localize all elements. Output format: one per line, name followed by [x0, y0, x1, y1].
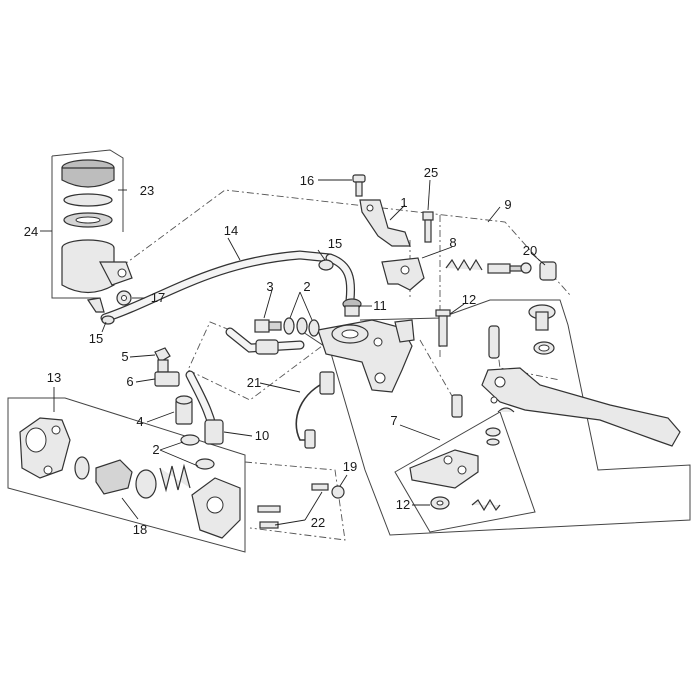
handlebar-clamp-8 [381, 257, 425, 291]
master-cylinder-group-outline [7, 397, 246, 553]
piston-seal [74, 456, 90, 480]
callout-21: 21 [247, 375, 261, 390]
spring-lower [471, 498, 501, 512]
callout-15: 15 [328, 236, 342, 251]
callout-18: 18 [133, 522, 147, 537]
callout-5: 5 [121, 349, 128, 364]
reservoir-fitting-11 [342, 298, 362, 317]
brake-lever [481, 367, 681, 447]
callout-labels: 1 2 2 3 4 5 6 7 8 9 10 11 12 12 13 14 15… [24, 165, 537, 537]
callout-24: 24 [24, 224, 38, 239]
adjuster-screw [487, 262, 532, 274]
callout-25: 25 [424, 165, 438, 180]
screws-22 [257, 483, 329, 529]
callout-13: 13 [47, 370, 61, 385]
callout-8: 8 [449, 235, 456, 250]
fluid-reservoir [61, 159, 133, 313]
dash-line-lever [419, 329, 561, 411]
reservoir-seal [63, 193, 113, 207]
callout-14: 14 [224, 223, 238, 238]
reservoir-mount-tab [99, 261, 133, 286]
callout-12: 12 [396, 497, 410, 512]
reservoir-cap [61, 167, 115, 188]
callout-22: 22 [311, 515, 325, 530]
clamp-15-right [318, 259, 334, 271]
adapter-6 [154, 371, 180, 387]
piston-18 [95, 459, 157, 499]
lever-base-outline [394, 411, 536, 533]
master-cylinder-body [317, 319, 415, 393]
callout-19: 19 [343, 459, 357, 474]
cylinder-housing [191, 477, 241, 539]
pivot-pin-12-upper [435, 309, 451, 347]
callout-6: 6 [126, 374, 133, 389]
push-rod [488, 325, 500, 359]
spring-18 [159, 463, 191, 493]
reservoir-body [61, 248, 115, 294]
brake-switch-21 [295, 371, 335, 449]
dash-line-top [109, 189, 571, 296]
callout-10: 10 [255, 428, 269, 443]
screw-16 [352, 174, 366, 197]
lever-group-outline [299, 299, 691, 536]
callout-16: 16 [300, 173, 314, 188]
callout-15: 15 [89, 331, 103, 346]
reservoir-outlet [86, 297, 105, 313]
leader-lines [40, 179, 546, 526]
lever-knob [528, 304, 556, 331]
lever-circlip [485, 407, 515, 446]
callout-7: 7 [390, 413, 397, 428]
hose-10 [185, 370, 224, 445]
callout-17: 17 [151, 290, 165, 305]
callout-9: 9 [504, 197, 511, 212]
lever-base-7 [409, 449, 479, 489]
washers-2-lower [180, 434, 215, 470]
bleed-valve-5 [154, 347, 171, 373]
callout-2: 2 [303, 279, 310, 294]
spring-9 [445, 258, 483, 272]
pivot-pin-lower [451, 394, 463, 418]
hose-short [225, 327, 305, 355]
nut-12-lower [430, 496, 450, 510]
screw-25 [422, 211, 434, 243]
dash-line-hose [187, 321, 331, 401]
boot-20 [539, 261, 557, 281]
washer-17 [116, 290, 132, 306]
callout-11: 11 [373, 298, 387, 313]
reservoir-group-bracket [51, 149, 124, 299]
callout-20: 20 [523, 243, 537, 258]
callout-3: 3 [266, 279, 273, 294]
clamp-15-left [101, 315, 115, 325]
union-4 [175, 395, 193, 425]
callout-2: 2 [152, 442, 159, 457]
callout-4: 4 [136, 414, 143, 429]
o-ring-lever [533, 341, 555, 355]
banjo-bolt-3 [254, 319, 282, 333]
dash-line-lower [244, 461, 346, 541]
callout-1: 1 [400, 195, 407, 210]
assembly-outlines [7, 149, 691, 553]
callout-23: 23 [140, 183, 154, 198]
cap-19 [331, 485, 345, 499]
slave-cylinder-13 [19, 417, 71, 479]
mounting-bracket-1 [359, 199, 411, 247]
washers-2-upper [283, 317, 320, 337]
fluid-hose-14 [100, 250, 356, 323]
callout-12: 12 [462, 292, 476, 307]
